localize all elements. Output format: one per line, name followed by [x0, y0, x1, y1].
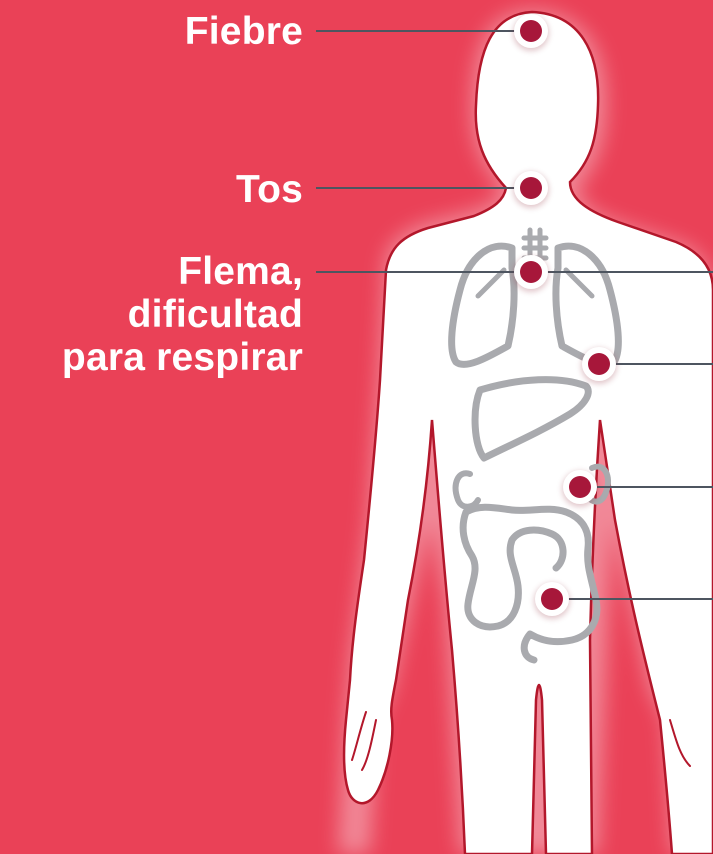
label-phlegm: Flema, dificultad para respirar [62, 250, 303, 379]
marker-intestine [534, 582, 570, 619]
label-phlegm-line1: Flema, [178, 250, 303, 293]
right-hand-detail [669, 719, 691, 767]
label-cough: Tos [236, 168, 303, 211]
marker-kidney [562, 470, 598, 507]
left-kidney [452, 470, 481, 510]
trachea [521, 227, 549, 265]
label-fever-text: Fiebre [184, 10, 303, 53]
label-fever: Fiebre [185, 10, 303, 53]
marker-chest [513, 255, 549, 292]
label-phlegm-line3: para respirar [61, 336, 303, 379]
label-phlegm-line2: dificultad [127, 293, 303, 336]
label-cough-text: Tos [235, 168, 303, 211]
liver [471, 376, 592, 462]
marker-head [513, 14, 549, 51]
left-hand-detail [351, 711, 377, 771]
marker-lung-right [581, 347, 617, 384]
intestines [459, 503, 601, 664]
marker-throat [513, 171, 549, 208]
